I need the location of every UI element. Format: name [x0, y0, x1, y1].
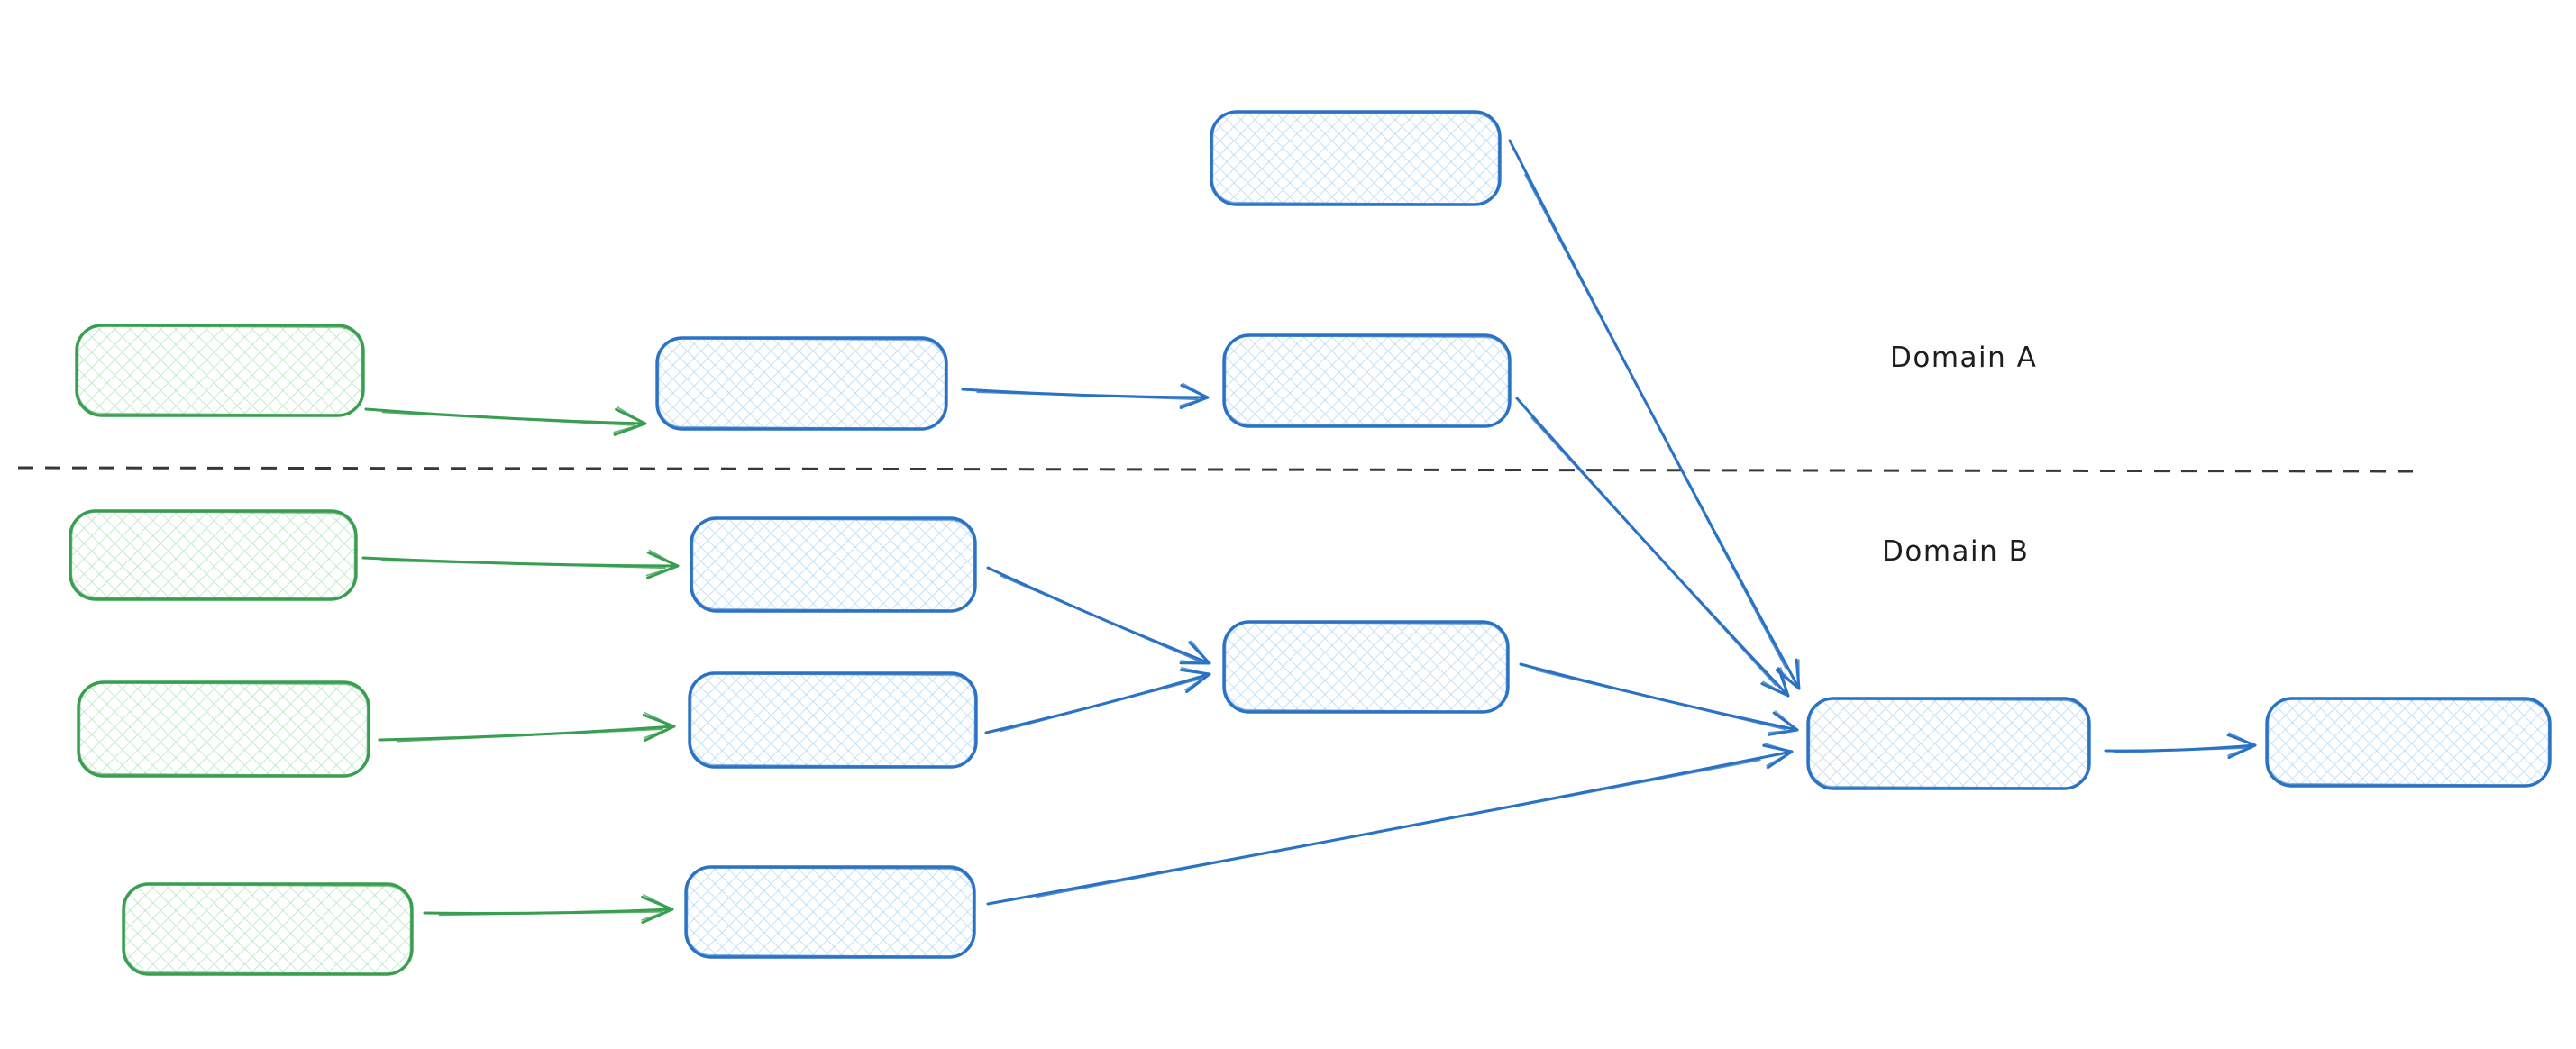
edge-b-green3-to-stage1c: [423, 894, 674, 924]
node-sink: [1806, 697, 2091, 790]
node-domain-a-stage-1: [655, 336, 948, 431]
node-domain-b-green-input-1: [69, 509, 358, 601]
edge-sink-to-final: [2104, 732, 2257, 760]
node-domain-b-stage-1b: [688, 671, 978, 769]
node-domain-b-stage-1c: [684, 865, 976, 959]
edge-b-merge-to-sink: [1519, 662, 1799, 736]
node-domain-b-stage-1a: [690, 516, 977, 613]
domain-divider-line: [17, 466, 2415, 473]
label-domain-a: Domain A: [1890, 342, 2037, 374]
label-domain-b: Domain B: [1882, 535, 2029, 568]
edge-a-green-to-stage1: [364, 406, 647, 436]
node-domain-b-green-input-2: [77, 680, 370, 778]
edge-b-green2-to-stage1b: [378, 712, 676, 743]
edge-a-stage1-to-stage2: [961, 382, 1210, 409]
node-domain-b-green-input-3: [122, 882, 414, 976]
node-domain-a-top-source: [1210, 110, 1502, 206]
edge-b-stage1a-to-merge: [986, 566, 1211, 665]
edge-b-stage1b-to-merge: [984, 667, 1211, 734]
edge-b-green1-to-stage1a: [361, 549, 680, 579]
node-final-output: [2265, 697, 2552, 788]
edge-a-stage2-to-sink: [1515, 397, 1790, 698]
node-domain-a-green-input: [75, 324, 365, 417]
node-domain-a-stage-2: [1222, 333, 1512, 428]
node-domain-b-merge: [1222, 620, 1510, 714]
edge-a-top-to-sink: [1508, 139, 1801, 690]
edge-b-stage1c-to-sink: [986, 742, 1794, 906]
